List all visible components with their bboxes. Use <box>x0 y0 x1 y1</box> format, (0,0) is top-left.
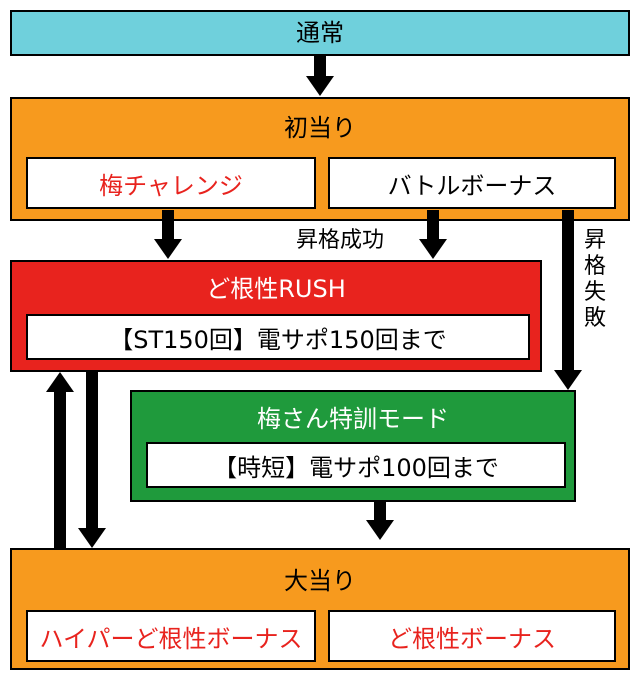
normal-state-box: 通常 <box>10 10 630 56</box>
hyper-bonus-box: ハイパーど根性ボーナス <box>26 610 316 662</box>
arrow-rush-to-big-hit-shaft <box>86 372 98 530</box>
training-mode-box: 梅さん特訓モード 【時短】電サポ100回まで <box>130 390 576 502</box>
arrow-training-to-big-hit-head <box>366 520 394 540</box>
arrow-success-to-rush-head <box>419 239 447 259</box>
battle-bonus-box: バトルボーナス <box>328 157 616 209</box>
arrow-fail-to-training-head <box>554 370 582 390</box>
promotion-fail-char: 失 <box>583 280 606 305</box>
promotion-fail-char: 格 <box>583 254 606 279</box>
promotion-fail-char: 敗 <box>583 306 606 331</box>
rush-detail-box: 【ST150回】電サポ150回まで <box>26 314 530 360</box>
ume-challenge-box: 梅チャレンジ <box>26 157 316 209</box>
arrow-challenge-to-rush-head <box>154 239 182 259</box>
arrow-normal-to-first-hit-shaft <box>314 56 326 76</box>
rush-title: ど根性RUSH <box>206 275 346 303</box>
arrow-challenge-to-rush-shaft <box>162 210 174 239</box>
promotion-fail-label: 昇 格 失 敗 <box>582 228 608 332</box>
big-hit-title: 大当り <box>284 567 356 595</box>
training-detail-box: 【時短】電サポ100回まで <box>146 442 566 488</box>
arrow-big-hit-to-rush-shaft <box>54 392 66 548</box>
first-hit-title: 初当り <box>284 114 356 142</box>
promotion-fail-char: 昇 <box>583 228 606 253</box>
dokonjo-bonus-box: ど根性ボーナス <box>328 610 616 662</box>
rush-box: ど根性RUSH 【ST150回】電サポ150回まで <box>10 260 542 372</box>
arrow-training-to-big-hit-shaft <box>374 502 386 520</box>
big-hit-box: 大当り ハイパーど根性ボーナス ど根性ボーナス <box>10 548 630 670</box>
promotion-success-label: 昇格成功 <box>296 228 385 253</box>
arrow-fail-to-training-shaft <box>562 210 574 370</box>
arrow-rush-to-big-hit-head <box>78 528 106 548</box>
first-hit-box: 初当り 梅チャレンジ バトルボーナス <box>10 97 630 221</box>
training-mode-title: 梅さん特訓モード <box>257 405 449 433</box>
normal-state-title: 通常 <box>296 19 344 47</box>
arrow-normal-to-first-hit-head <box>306 76 334 96</box>
arrow-big-hit-to-rush-head <box>46 372 74 392</box>
arrow-success-to-rush-shaft <box>427 210 439 239</box>
